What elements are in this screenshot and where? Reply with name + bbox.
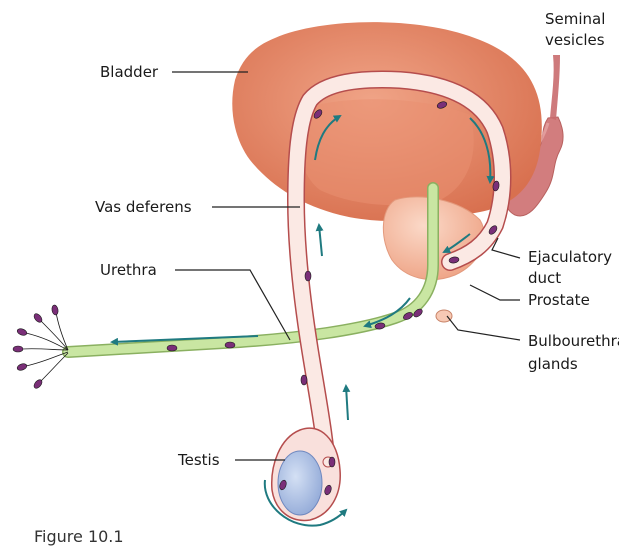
label-ejaculatory-duct-line1: Ejaculatory	[528, 248, 612, 266]
label-bladder: Bladder	[100, 63, 158, 81]
label-bulbourethral-glands-line2: glands	[528, 355, 619, 373]
testis-shape	[272, 428, 340, 520]
label-seminal-vesicles-line2: vesicles	[545, 31, 605, 49]
ejected-sperm	[13, 305, 68, 390]
label-seminal-vesicles-line1: Seminal	[545, 10, 605, 28]
label-testis: Testis	[178, 451, 220, 469]
label-ejaculatory-duct: Ejaculatory duct	[528, 248, 612, 287]
label-vas-deferens: Vas deferens	[95, 198, 192, 216]
label-bulbourethral-glands-line1: Bulbourethral	[528, 332, 619, 350]
figure-caption: Figure 10.1	[34, 528, 124, 546]
label-urethra: Urethra	[100, 261, 157, 279]
label-seminal-vesicles: Seminal vesicles	[545, 10, 605, 49]
label-bulbourethral-glands: Bulbourethral glands	[528, 332, 619, 373]
label-prostate: Prostate	[528, 291, 590, 309]
label-ejaculatory-duct-line2: duct	[528, 269, 612, 287]
